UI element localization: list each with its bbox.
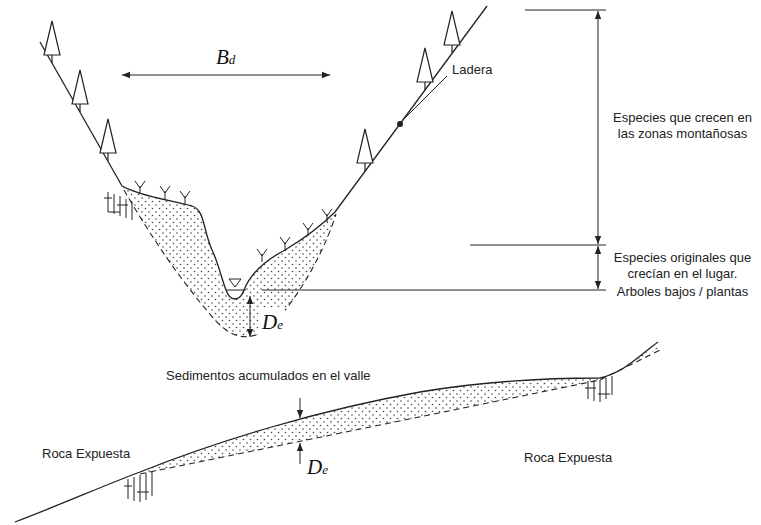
rock-hatch [124, 376, 612, 502]
shrub-symbols [135, 181, 332, 262]
dimension-symbol: Bd [216, 44, 235, 71]
left-slope [40, 42, 122, 186]
slope-point [397, 121, 403, 127]
depth-dimension [300, 398, 301, 464]
sediment-boundary [124, 190, 336, 337]
rock-label: Roca Expuesta [42, 446, 130, 462]
part-label: Ladera [452, 62, 492, 78]
dimension-symbol: De [260, 309, 285, 336]
bedrock-line [140, 350, 660, 474]
width-dimension [122, 75, 330, 76]
tree-symbols [44, 11, 460, 171]
valley-ground [122, 6, 487, 299]
dimension-symbol: De [307, 454, 328, 481]
profile-ground [15, 342, 658, 522]
zone-label: Especies que crecen en las zonas montaño… [610, 110, 755, 141]
rock-hatch [104, 192, 132, 220]
leader-line [401, 76, 447, 122]
zone-dimensions [262, 10, 606, 290]
depth-dimension [250, 296, 251, 337]
rock-label: Roca Expuesta [524, 450, 612, 466]
region-label: Sedimentos acumulados en el valle [166, 368, 371, 384]
water-level-symbol [226, 279, 246, 290]
zone-label: Especies originales que crecían en el lu… [610, 250, 755, 281]
sediment-fill [122, 186, 336, 337]
zone-label: Arboles bajos / plantas [610, 284, 755, 300]
